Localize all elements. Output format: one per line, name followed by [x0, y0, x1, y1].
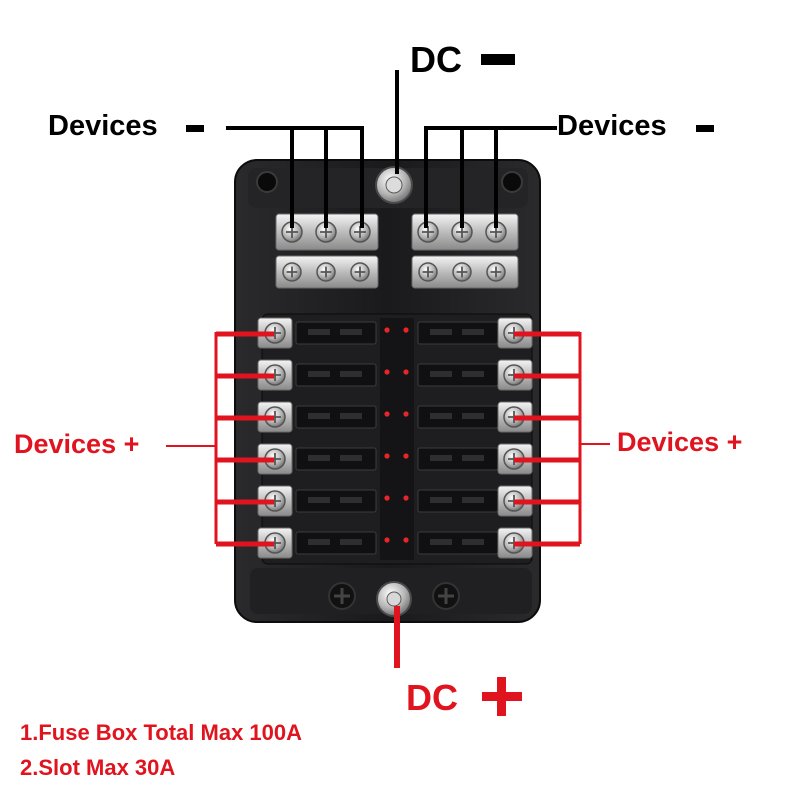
- positive-terminal-left-1: [257, 317, 293, 349]
- led-left-2: [384, 369, 390, 375]
- fuse-slot-right-3: [417, 405, 499, 429]
- neg-lower-screw-right-2: [452, 262, 472, 282]
- note-total-max: 1.Fuse Box Total Max 100A: [20, 720, 303, 745]
- led-left-1: [384, 327, 390, 333]
- indicator-leds: [384, 327, 409, 543]
- devices-negative-left-label: Devices: [48, 110, 158, 142]
- positive-terminal-left-2: [257, 359, 293, 391]
- neg-lower-screw-left-3: [350, 262, 370, 282]
- led-left-4: [384, 453, 390, 459]
- fuse-slot-left-3: [295, 405, 377, 429]
- dc-positive-stud-nut: [386, 591, 402, 607]
- neg-lower-screw-right-1: [418, 262, 438, 282]
- neg-terminal-screw-left-1: [281, 221, 303, 243]
- dc-negative-stud-nut: [385, 176, 403, 194]
- neg-lower-screw-left-2: [316, 262, 336, 282]
- led-right-3: [403, 411, 409, 417]
- dc-negative-sign: [481, 54, 515, 65]
- led-right-5: [403, 495, 409, 501]
- led-left-5: [384, 495, 390, 501]
- led-left-3: [384, 411, 390, 417]
- fuse-slot-left-5: [295, 489, 377, 513]
- fuse-slot-right-2: [417, 363, 499, 387]
- led-strip: [380, 318, 414, 560]
- neg-lower-screw-left-1: [282, 262, 302, 282]
- positive-terminal-screw-left-3: [264, 406, 286, 428]
- devices-positive-right-label: Devices +: [617, 427, 743, 457]
- bottom-screw-right-cross: [438, 588, 454, 604]
- fuse-slot-left-4: [295, 447, 377, 471]
- led-right-1: [403, 327, 409, 333]
- devices-positive-left-label: Devices +: [14, 429, 140, 459]
- fuse-slot-right-4: [417, 447, 499, 471]
- fuse-slots: [295, 321, 499, 555]
- fuse-slot-left-6: [295, 531, 377, 555]
- fuse-slot-left-1: [295, 321, 377, 345]
- fuse-slot-right-5: [417, 489, 499, 513]
- positive-wiring: [166, 331, 610, 547]
- dc-positive-sign: [482, 677, 522, 716]
- positive-terminal-left-3: [257, 401, 293, 433]
- dc-positive-label: DC: [406, 677, 458, 718]
- devices-neg-right-sign: [696, 125, 714, 132]
- fuse-slot-right-1: [417, 321, 499, 345]
- fuse-slot-left-2: [295, 363, 377, 387]
- mount-hole-tl: [256, 171, 278, 193]
- led-left-6: [384, 537, 390, 543]
- negative-wiring: [226, 70, 557, 228]
- positive-terminal-left-6: [257, 527, 293, 559]
- mount-hole-tr: [501, 171, 523, 193]
- devices-neg-left-sign: [186, 125, 204, 132]
- note-slot-max: 2.Slot Max 30A: [20, 755, 176, 780]
- led-right-4: [403, 453, 409, 459]
- bottom-screw-left-cross: [334, 588, 350, 604]
- negative-terminal-screws: [281, 221, 507, 282]
- led-right-6: [403, 537, 409, 543]
- fuse-slot-right-6: [417, 531, 499, 555]
- led-right-2: [403, 369, 409, 375]
- devices-negative-right-label: Devices: [557, 110, 667, 142]
- neg-lower-screw-right-3: [486, 262, 506, 282]
- dc-negative-label: DC: [410, 39, 462, 80]
